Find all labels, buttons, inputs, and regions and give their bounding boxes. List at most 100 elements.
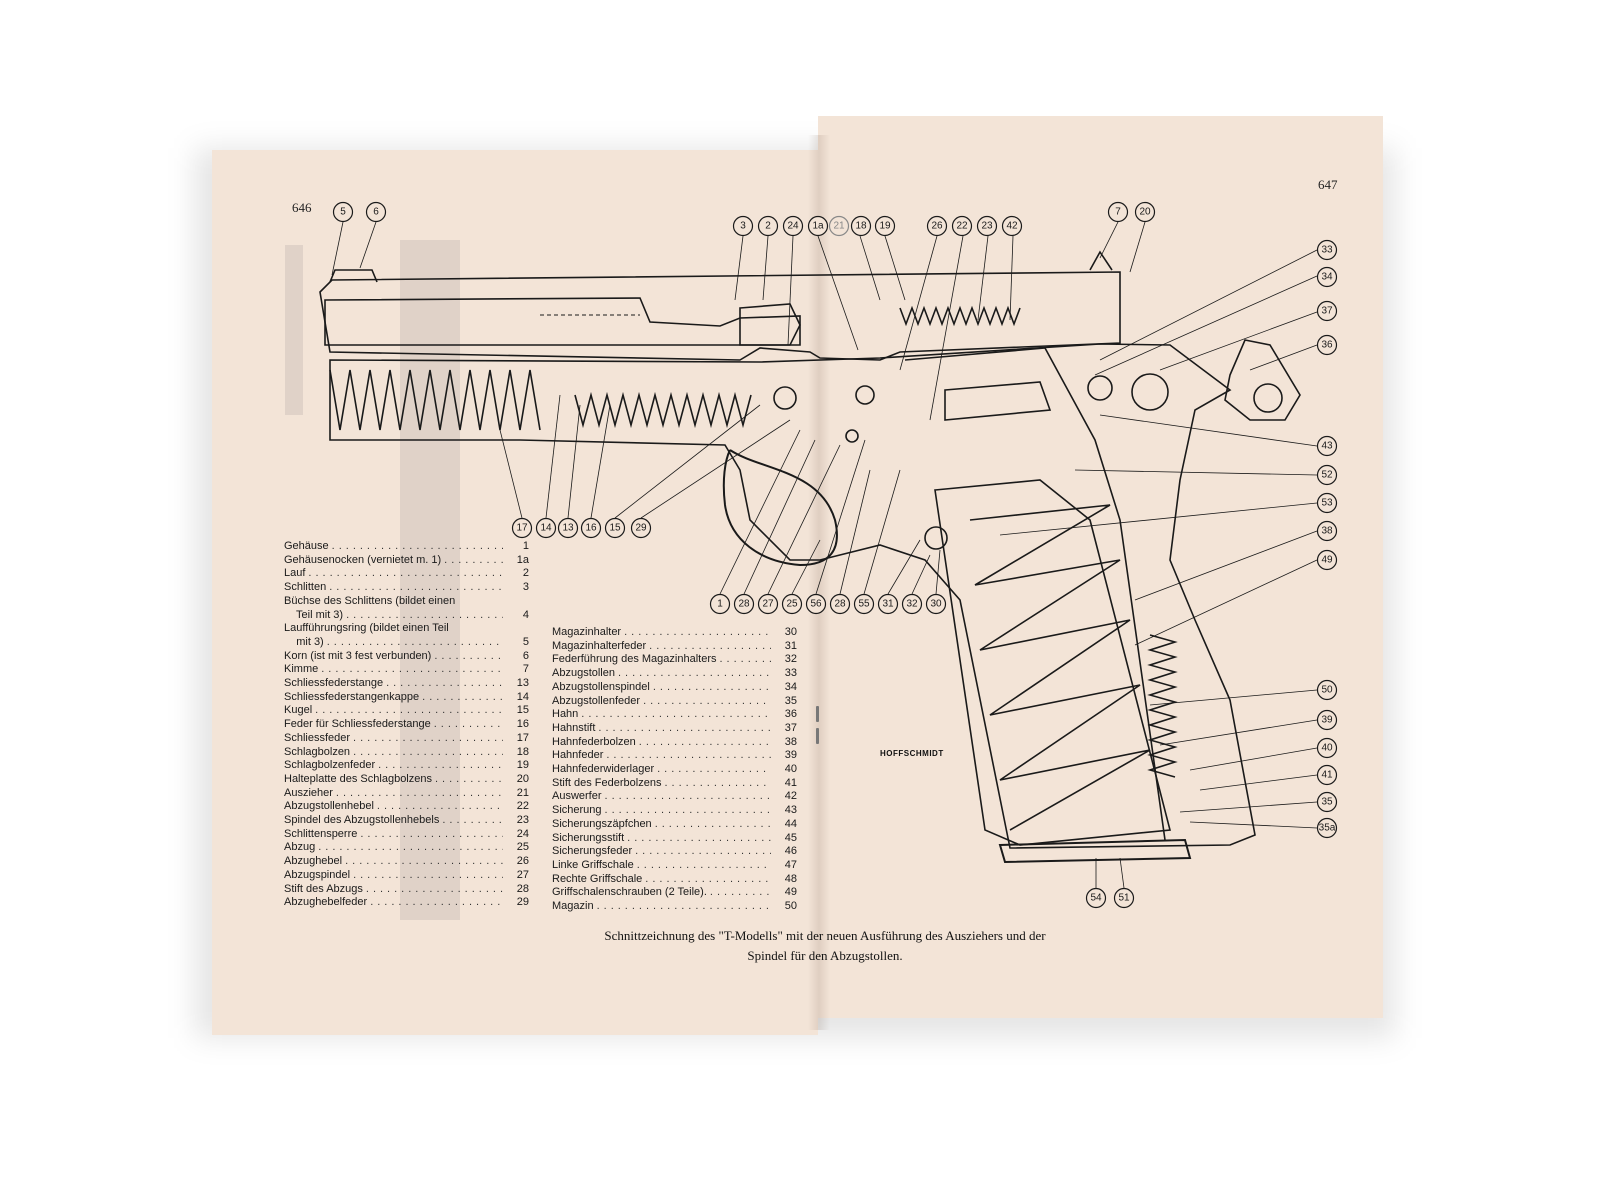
leader-dots: ................................ xyxy=(627,831,771,844)
leader-dots: ................................ xyxy=(370,896,503,909)
parts-list-row: Hahnfederbolzen.........................… xyxy=(552,736,797,750)
right-page xyxy=(818,116,1383,1018)
parts-list-row: Auswerfer...............................… xyxy=(552,790,797,804)
part-number: 50 xyxy=(784,900,797,913)
parts-list-row: Schlagbolzen............................… xyxy=(284,746,529,760)
parts-list-row: Schlittensperre.........................… xyxy=(284,828,529,842)
part-name: Stift des Abzugs xyxy=(284,882,363,895)
parts-list-row: Sicherungszäpfchen......................… xyxy=(552,818,797,832)
part-name: Hahnfeder xyxy=(552,749,604,762)
part-name: Kimme xyxy=(284,663,319,676)
part-name: Magazin xyxy=(552,900,594,913)
part-number: 1 xyxy=(522,540,529,552)
leader-dots xyxy=(455,595,503,609)
part-number: 29 xyxy=(516,896,529,909)
leader-dots: ................................ xyxy=(378,759,503,772)
part-number: 33 xyxy=(784,667,797,680)
part-number: 43 xyxy=(784,804,797,817)
part-name: Abzugstollen xyxy=(552,667,615,680)
leader-dots: ................................ xyxy=(331,540,503,552)
leader-dots: ................................ xyxy=(353,745,503,758)
leader-dots: ................................ xyxy=(345,855,503,868)
leader-dots: ................................ xyxy=(604,790,771,803)
parts-list-row: Rechte Griffschale......................… xyxy=(552,873,797,887)
part-number: 24 xyxy=(516,827,529,840)
part-number: 39 xyxy=(784,749,797,762)
part-number: 41 xyxy=(784,776,797,789)
parts-list-row: Federführung des Magazinhalters.........… xyxy=(552,653,797,667)
part-number: 20 xyxy=(516,772,529,785)
part-name: Federführung des Magazinhalters xyxy=(552,653,717,666)
leader-dots: ................................ xyxy=(386,677,503,690)
leader-dots: ................................ xyxy=(365,882,503,895)
part-name: Sicherungszäpfchen xyxy=(552,817,652,830)
part-name: Hahnstift xyxy=(552,721,596,734)
parts-list-row: Abzugstollenfeder.......................… xyxy=(552,695,797,709)
part-number: 46 xyxy=(784,845,797,858)
leader-dots: ................................ xyxy=(321,663,503,676)
parts-list-row: Teil mit 3).............................… xyxy=(284,609,529,623)
part-name: Schliessfeder xyxy=(284,731,351,744)
parts-list-row: Magazinhalterfeder......................… xyxy=(552,640,797,654)
part-name: Sicherungsfeder xyxy=(552,845,633,858)
parts-list-row: Griffschalenschrauben (2 Teile).........… xyxy=(552,886,797,900)
parts-list-row: Sicherungsfeder.........................… xyxy=(552,845,797,859)
leader-dots: ................................ xyxy=(329,581,503,594)
part-name: Abzugstollenhebel xyxy=(284,800,374,813)
part-name: Hahn xyxy=(552,708,579,721)
part-number: 1a xyxy=(516,553,529,566)
part-name: Schliessfederstangenkappe xyxy=(284,690,420,703)
part-number: 36 xyxy=(784,708,797,721)
parts-list-row: Schliessfederstange.....................… xyxy=(284,677,529,691)
part-number: 28 xyxy=(516,882,529,895)
parts-list-row: Linke Griffschale.......................… xyxy=(552,859,797,873)
parts-list-row: Gehäusenocken (vernietet m. 1)..........… xyxy=(284,554,529,568)
parts-list-row: mit 3)................................5 xyxy=(284,636,529,650)
leader-dots: ................................ xyxy=(581,708,771,721)
part-name: Büchse des Schlittens (bildet einen xyxy=(284,594,456,607)
part-name: Auswerfer xyxy=(552,790,602,803)
leader-dots: ................................ xyxy=(360,827,503,840)
part-number: 3 xyxy=(522,581,529,594)
part-name: Magazinhalter xyxy=(552,626,622,638)
leader-dots: ................................ xyxy=(606,749,771,762)
leader-dots: ................................ xyxy=(353,868,503,881)
part-name: Kugel xyxy=(284,704,313,717)
part-name: Laufführungsring (bildet einen Teil xyxy=(284,622,449,635)
staple xyxy=(816,728,819,744)
part-name: Abzug xyxy=(284,841,316,854)
leader-dots: ................................ xyxy=(315,704,503,717)
parts-list-row: Hahn................................ 36 xyxy=(552,708,797,722)
part-number: 13 xyxy=(516,677,529,690)
part-number: 34 xyxy=(784,680,797,693)
leader-dots: ................................ xyxy=(318,841,503,854)
part-number: 45 xyxy=(784,831,797,844)
leader-dots: ................................ xyxy=(346,608,503,621)
illustrator-signature: HOFFSCHMIDT xyxy=(880,749,944,758)
part-number: 38 xyxy=(784,735,797,748)
parts-list-row: Feder für Schliessfederstange...........… xyxy=(284,718,529,732)
leader-dots: ................................ xyxy=(422,690,503,703)
parts-list-row: Gehäuse................................1 xyxy=(284,540,529,554)
part-name: Schliessfederstange xyxy=(284,677,384,690)
parts-list-row: Hahnfederwiderlager.....................… xyxy=(552,763,797,777)
part-name: Linke Griffschale xyxy=(552,858,634,871)
booklet-fold xyxy=(808,135,830,1030)
parts-list-row: Hahnfeder...............................… xyxy=(552,749,797,763)
part-number xyxy=(503,622,529,636)
parts-list-row: Abzughebel..............................… xyxy=(284,855,529,869)
parts-list-row: Schlagbolzenfeder.......................… xyxy=(284,759,529,773)
parts-list-row: Kugel................................15 xyxy=(284,704,529,718)
part-number: 21 xyxy=(516,786,529,799)
part-number: 22 xyxy=(516,800,529,813)
part-name: Feder für Schliessfederstange xyxy=(284,718,431,731)
parts-list-row: Abzugstollen............................… xyxy=(552,667,797,681)
part-name: Auszieher xyxy=(284,786,333,799)
leader-dots: ................................ xyxy=(335,786,503,799)
part-number: 47 xyxy=(784,858,797,871)
leader-dots: ................................ xyxy=(598,721,771,734)
part-number: 42 xyxy=(784,790,797,803)
leader-dots: ................................ xyxy=(604,804,771,817)
parts-list-row: Schlitten...............................… xyxy=(284,581,529,595)
parts-list-row: Abzugspindel............................… xyxy=(284,869,529,883)
